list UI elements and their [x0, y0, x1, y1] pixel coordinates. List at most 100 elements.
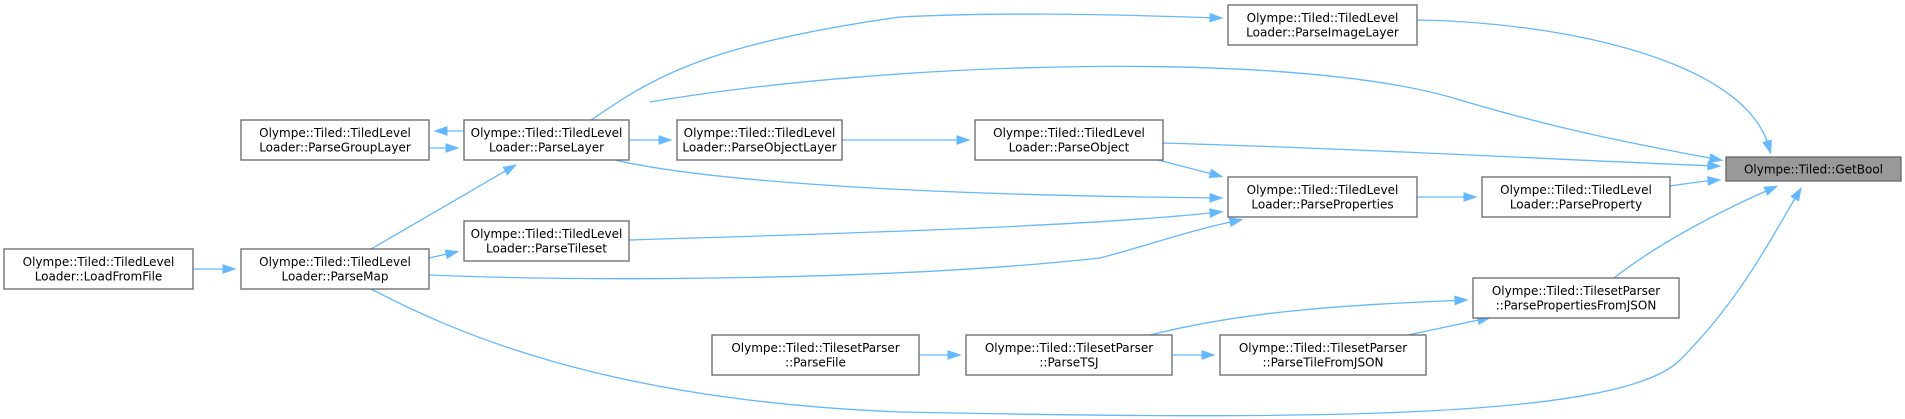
arrowhead-icon: [1707, 160, 1722, 171]
node-box[interactable]: [711, 334, 920, 376]
node-parseproperties[interactable]: Olympe::Tiled::TiledLevelLoader::ParsePr…: [1227, 176, 1418, 218]
node-loadfromfile[interactable]: Olympe::Tiled::TiledLevelLoader::LoadFro…: [3, 248, 194, 290]
edge-parseproperty-to-getbool: [1669, 176, 1722, 187]
node-label-line: Loader::ParseProperty: [1510, 198, 1642, 212]
node-box[interactable]: [676, 119, 843, 161]
edge-line: [1613, 186, 1776, 279]
edge-line: [1157, 159, 1221, 177]
node-box[interactable]: [974, 119, 1164, 161]
node-parsetsj[interactable]: Olympe::Tiled::TilesetParser::ParseTSJ: [965, 334, 1173, 376]
node-box[interactable]: [3, 248, 194, 290]
node-label-line: Olympe::Tiled::TiledLevel: [471, 227, 623, 241]
edge-line: [1162, 142, 1719, 167]
edge-parsetsj-to-parsepropertiesfromjson: [1149, 295, 1469, 336]
edge-parsemap-to-getbool: [370, 186, 1802, 417]
arrowhead-icon: [1209, 208, 1224, 218]
arrowhead-icon: [1790, 186, 1802, 202]
node-label-line: Loader::LoadFromFile: [35, 270, 163, 284]
node-box[interactable]: [1481, 176, 1671, 218]
node-label-line: Loader::ParseMap: [282, 270, 389, 284]
node-label-line: Olympe::Tiled::TilesetParser: [985, 341, 1153, 355]
node-box[interactable]: [463, 220, 630, 262]
edge-line: [649, 65, 1721, 161]
node-box[interactable]: [240, 119, 430, 161]
edge-line: [628, 211, 1221, 241]
node-label-line: Olympe::Tiled::TilesetParser: [731, 341, 899, 355]
arrowhead-icon: [1707, 176, 1722, 186]
node-label-line: Olympe::Tiled::TiledLevel: [684, 126, 836, 140]
edge-parsemap-to-parseproperties: [428, 217, 1244, 280]
node-label-line: Olympe::Tiled::TilesetParser: [1492, 284, 1660, 298]
edge-parseobject-to-parseproperties: [1157, 159, 1224, 179]
arrowhead-icon: [1208, 168, 1224, 179]
node-parsegrouplayer[interactable]: Olympe::Tiled::TiledLevelLoader::ParseGr…: [240, 119, 430, 161]
edge-line: [370, 189, 1801, 417]
node-box[interactable]: [240, 248, 430, 290]
arrowhead-icon: [1763, 185, 1779, 196]
node-parsemap[interactable]: Olympe::Tiled::TiledLevelLoader::ParseMa…: [240, 248, 430, 290]
node-box[interactable]: [1725, 156, 1902, 182]
node-box[interactable]: [965, 334, 1173, 376]
edge-parsemap-to-parsetileset: [428, 249, 460, 260]
node-box[interactable]: [1227, 4, 1418, 46]
edge-parseobject-to-getbool: [1162, 142, 1722, 171]
node-box[interactable]: [1219, 334, 1427, 376]
node-label-line: Olympe::Tiled::TiledLevel: [471, 126, 623, 140]
node-parseobjectlayer[interactable]: Olympe::Tiled::TiledLevelLoader::ParseOb…: [676, 119, 843, 161]
node-parselayer[interactable]: Olympe::Tiled::TiledLevelLoader::ParseLa…: [463, 119, 630, 161]
node-label-line: Loader::ParseObject: [1009, 141, 1130, 155]
edge-parseobjectlayer-to-parseobject: [842, 135, 971, 145]
node-label-line: Olympe::Tiled::TilesetParser: [1239, 341, 1407, 355]
node-label-line: Olympe::Tiled::TiledLevel: [1500, 183, 1652, 197]
edge-parsetsj-to-parsetilefromjson: [1172, 350, 1216, 360]
nodes-layer: Olympe::Tiled::GetBoolOlympe::Tiled::Til…: [3, 4, 1902, 376]
arrowhead-icon: [1209, 12, 1224, 23]
node-parsefile[interactable]: Olympe::Tiled::TilesetParser::ParseFile: [711, 334, 920, 376]
arrowhead-icon: [222, 264, 237, 274]
node-parsetilefromjson[interactable]: Olympe::Tiled::TilesetParser::ParseTileF…: [1219, 334, 1427, 376]
node-parseimagelayer[interactable]: Olympe::Tiled::TiledLevelLoader::ParseIm…: [1227, 4, 1418, 46]
edge-parsepropertiesfromjson-to-getbool: [1613, 185, 1779, 279]
arrowhead-icon: [1463, 192, 1478, 202]
edges-layer: [193, 12, 1802, 417]
node-parsetileset[interactable]: Olympe::Tiled::TiledLevelLoader::ParseTi…: [463, 220, 630, 262]
node-parseobject[interactable]: Olympe::Tiled::TiledLevelLoader::ParseOb…: [974, 119, 1164, 161]
node-parseproperty[interactable]: Olympe::Tiled::TiledLevelLoader::ParsePr…: [1481, 176, 1671, 218]
edge-parselayer-to-parseproperties: [614, 159, 1224, 203]
edge-line: [1149, 299, 1466, 336]
arrowhead-icon: [1201, 350, 1216, 360]
edge-parsefile-to-parsetsj: [919, 350, 962, 360]
edge-parsegrouplayer-to-parselayer: [429, 143, 460, 153]
edge-parselayer-to-getbool: [649, 65, 1724, 163]
edge-line: [370, 165, 515, 250]
node-box[interactable]: [463, 119, 630, 161]
edge-parsetileset-to-parseproperties: [628, 208, 1224, 241]
node-label-line: Olympe::Tiled::TiledLevel: [1247, 11, 1399, 25]
node-box[interactable]: [1227, 176, 1418, 218]
node-box[interactable]: [1472, 277, 1680, 319]
node-label-line: Olympe::Tiled::TiledLevel: [259, 126, 411, 140]
edge-parseproperties-to-parseproperty: [1417, 192, 1478, 202]
node-parsepropertiesfromjson[interactable]: Olympe::Tiled::TilesetParser::ParsePrope…: [1472, 277, 1680, 319]
node-label-line: Loader::ParseLayer: [489, 141, 604, 155]
arrowhead-icon: [444, 249, 460, 260]
node-label-line: Loader::ParseTileset: [486, 242, 607, 256]
arrowhead-icon: [1209, 192, 1224, 203]
arrowhead-icon: [433, 126, 448, 136]
node-getbool[interactable]: Olympe::Tiled::GetBool: [1725, 156, 1902, 182]
node-label-line: Loader::ParseProperties: [1251, 198, 1393, 212]
edge-line: [428, 219, 1241, 280]
node-label-line: Olympe::Tiled::TiledLevel: [23, 255, 175, 269]
node-label-line: Loader::ParseGroupLayer: [259, 141, 411, 155]
node-label-line: Olympe::Tiled::GetBool: [1744, 162, 1883, 176]
arrowhead-icon: [658, 135, 673, 145]
arrowhead-icon: [502, 164, 518, 176]
edge-parseimagelayer-to-getbool: [1416, 19, 1772, 155]
node-label-line: ::ParseTileFromJSON: [1262, 356, 1383, 370]
node-label-line: ::ParseTSJ: [1039, 356, 1098, 370]
node-label-line: Olympe::Tiled::TiledLevel: [993, 126, 1145, 140]
edge-loadfromfile-to-parsemap: [193, 264, 237, 274]
arrowhead-icon: [1228, 217, 1244, 227]
arrowhead-icon: [445, 143, 460, 153]
